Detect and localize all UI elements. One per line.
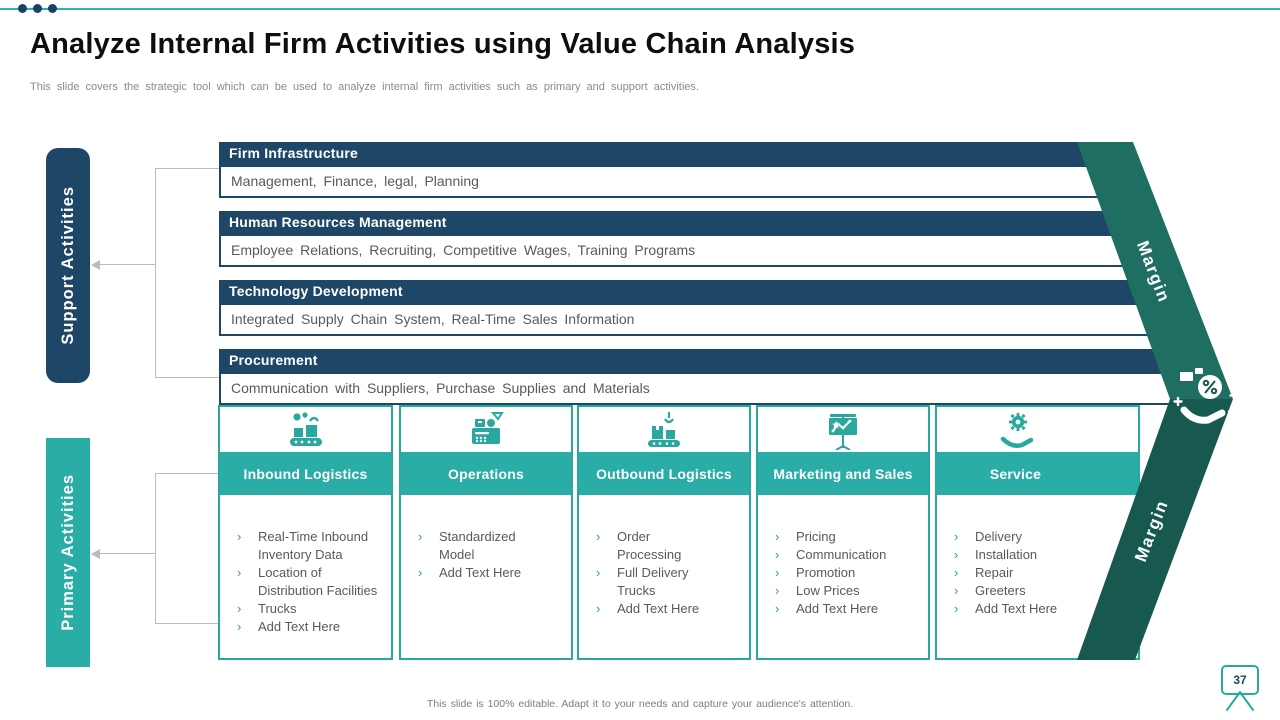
conveyor-robot-icon — [220, 407, 391, 452]
column-service: Service Delivery Installation Repair Gre… — [935, 405, 1140, 660]
left-arrowhead-icon — [91, 260, 100, 270]
column-operations: Operations Standardized Model Add Text H… — [399, 405, 573, 660]
column-body: Real-Time Inbound Inventory Data Locatio… — [220, 495, 391, 642]
dot-icon — [48, 4, 57, 13]
primary-bracket-line — [155, 473, 156, 623]
support-row-technology-development: Technology Development Integrated Supply… — [219, 280, 1158, 336]
list-item: Communication — [772, 546, 920, 564]
money-hand-icon — [1173, 368, 1239, 424]
primary-activities-label: Primary Activities — [46, 438, 90, 667]
list-item: Pricing — [772, 528, 920, 546]
crane-boxes-icon — [579, 407, 749, 452]
row-header: Technology Development — [219, 280, 1158, 303]
list-item: Trucks — [234, 600, 383, 618]
list-item: Location of Distribution Facilities — [234, 564, 383, 600]
support-bracket-line — [99, 264, 155, 265]
page-title: Analyze Internal Firm Activities using V… — [30, 28, 856, 60]
support-bracket-line — [155, 168, 219, 169]
top-accent-line — [0, 8, 1280, 10]
list-item: Full Delivery Trucks — [593, 564, 715, 600]
column-body: Pricing Communication Promotion Low Pric… — [758, 495, 928, 624]
page-number: 37 — [1233, 673, 1247, 687]
column-body: Order Processing Full Delivery Trucks Ad… — [579, 495, 749, 624]
support-bracket-line — [155, 377, 219, 378]
list-item: Order Processing — [593, 528, 715, 564]
row-text: Integrated Supply Chain System, Real-Tim… — [219, 303, 1158, 336]
cash-register-icon — [401, 407, 571, 452]
list-item: Standardized Model — [415, 528, 531, 564]
list-item: Repair — [951, 564, 1080, 582]
column-header: Outbound Logistics — [579, 452, 749, 495]
column-marketing-and-sales: Marketing and Sales Pricing Communicatio… — [756, 405, 930, 660]
page-subtitle: This slide covers the strategic tool whi… — [30, 81, 699, 93]
column-header: Service — [937, 452, 1138, 495]
row-text: Management, Finance, legal, Planning — [219, 165, 1105, 198]
list-item: Add Text Here — [951, 600, 1080, 618]
column-inbound-logistics: Inbound Logistics Real-Time Inbound Inve… — [218, 405, 393, 660]
support-row-firm-infrastructure: Firm Infrastructure Management, Finance,… — [219, 142, 1105, 198]
hand-gear-icon — [937, 407, 1138, 452]
list-item: Add Text Here — [234, 618, 383, 636]
primary-bracket-line — [99, 553, 155, 554]
support-row-procurement: Procurement Communication with Suppliers… — [219, 349, 1185, 405]
primary-bracket-line — [155, 473, 219, 474]
row-text: Employee Relations, Recruiting, Competit… — [219, 234, 1130, 267]
footer-note: This slide is 100% editable. Adapt it to… — [426, 698, 854, 710]
list-item: Add Text Here — [415, 564, 531, 582]
row-header: Procurement — [219, 349, 1185, 372]
list-item: Real-Time Inbound Inventory Data — [234, 528, 383, 564]
primary-bracket-line — [155, 623, 219, 624]
list-item: Add Text Here — [772, 600, 920, 618]
row-text: Communication with Suppliers, Purchase S… — [219, 372, 1185, 405]
dot-icon — [18, 4, 27, 13]
support-row-hr-management: Human Resources Management Employee Rela… — [219, 211, 1130, 267]
column-header: Marketing and Sales — [758, 452, 928, 495]
list-item: Delivery — [951, 528, 1080, 546]
support-bracket-line — [155, 168, 156, 377]
column-body: Standardized Model Add Text Here — [401, 495, 571, 588]
support-activities-label: Support Activities — [46, 148, 90, 383]
list-item: Low Prices — [772, 582, 920, 600]
page-number-easel-icon — [1221, 665, 1259, 711]
row-header: Firm Infrastructure — [219, 142, 1105, 165]
column-body: Delivery Installation Repair Greeters Ad… — [937, 495, 1138, 624]
left-arrowhead-icon — [91, 549, 100, 559]
list-item: Promotion — [772, 564, 920, 582]
column-header: Operations — [401, 452, 571, 495]
list-item: Installation — [951, 546, 1080, 564]
list-item: Add Text Here — [593, 600, 715, 618]
presentation-chart-icon — [758, 407, 928, 452]
column-header: Inbound Logistics — [220, 452, 391, 495]
dot-icon — [33, 4, 42, 13]
list-item: Greeters — [951, 582, 1080, 600]
row-header: Human Resources Management — [219, 211, 1130, 234]
column-outbound-logistics: Outbound Logistics Order Processing Full… — [577, 405, 751, 660]
